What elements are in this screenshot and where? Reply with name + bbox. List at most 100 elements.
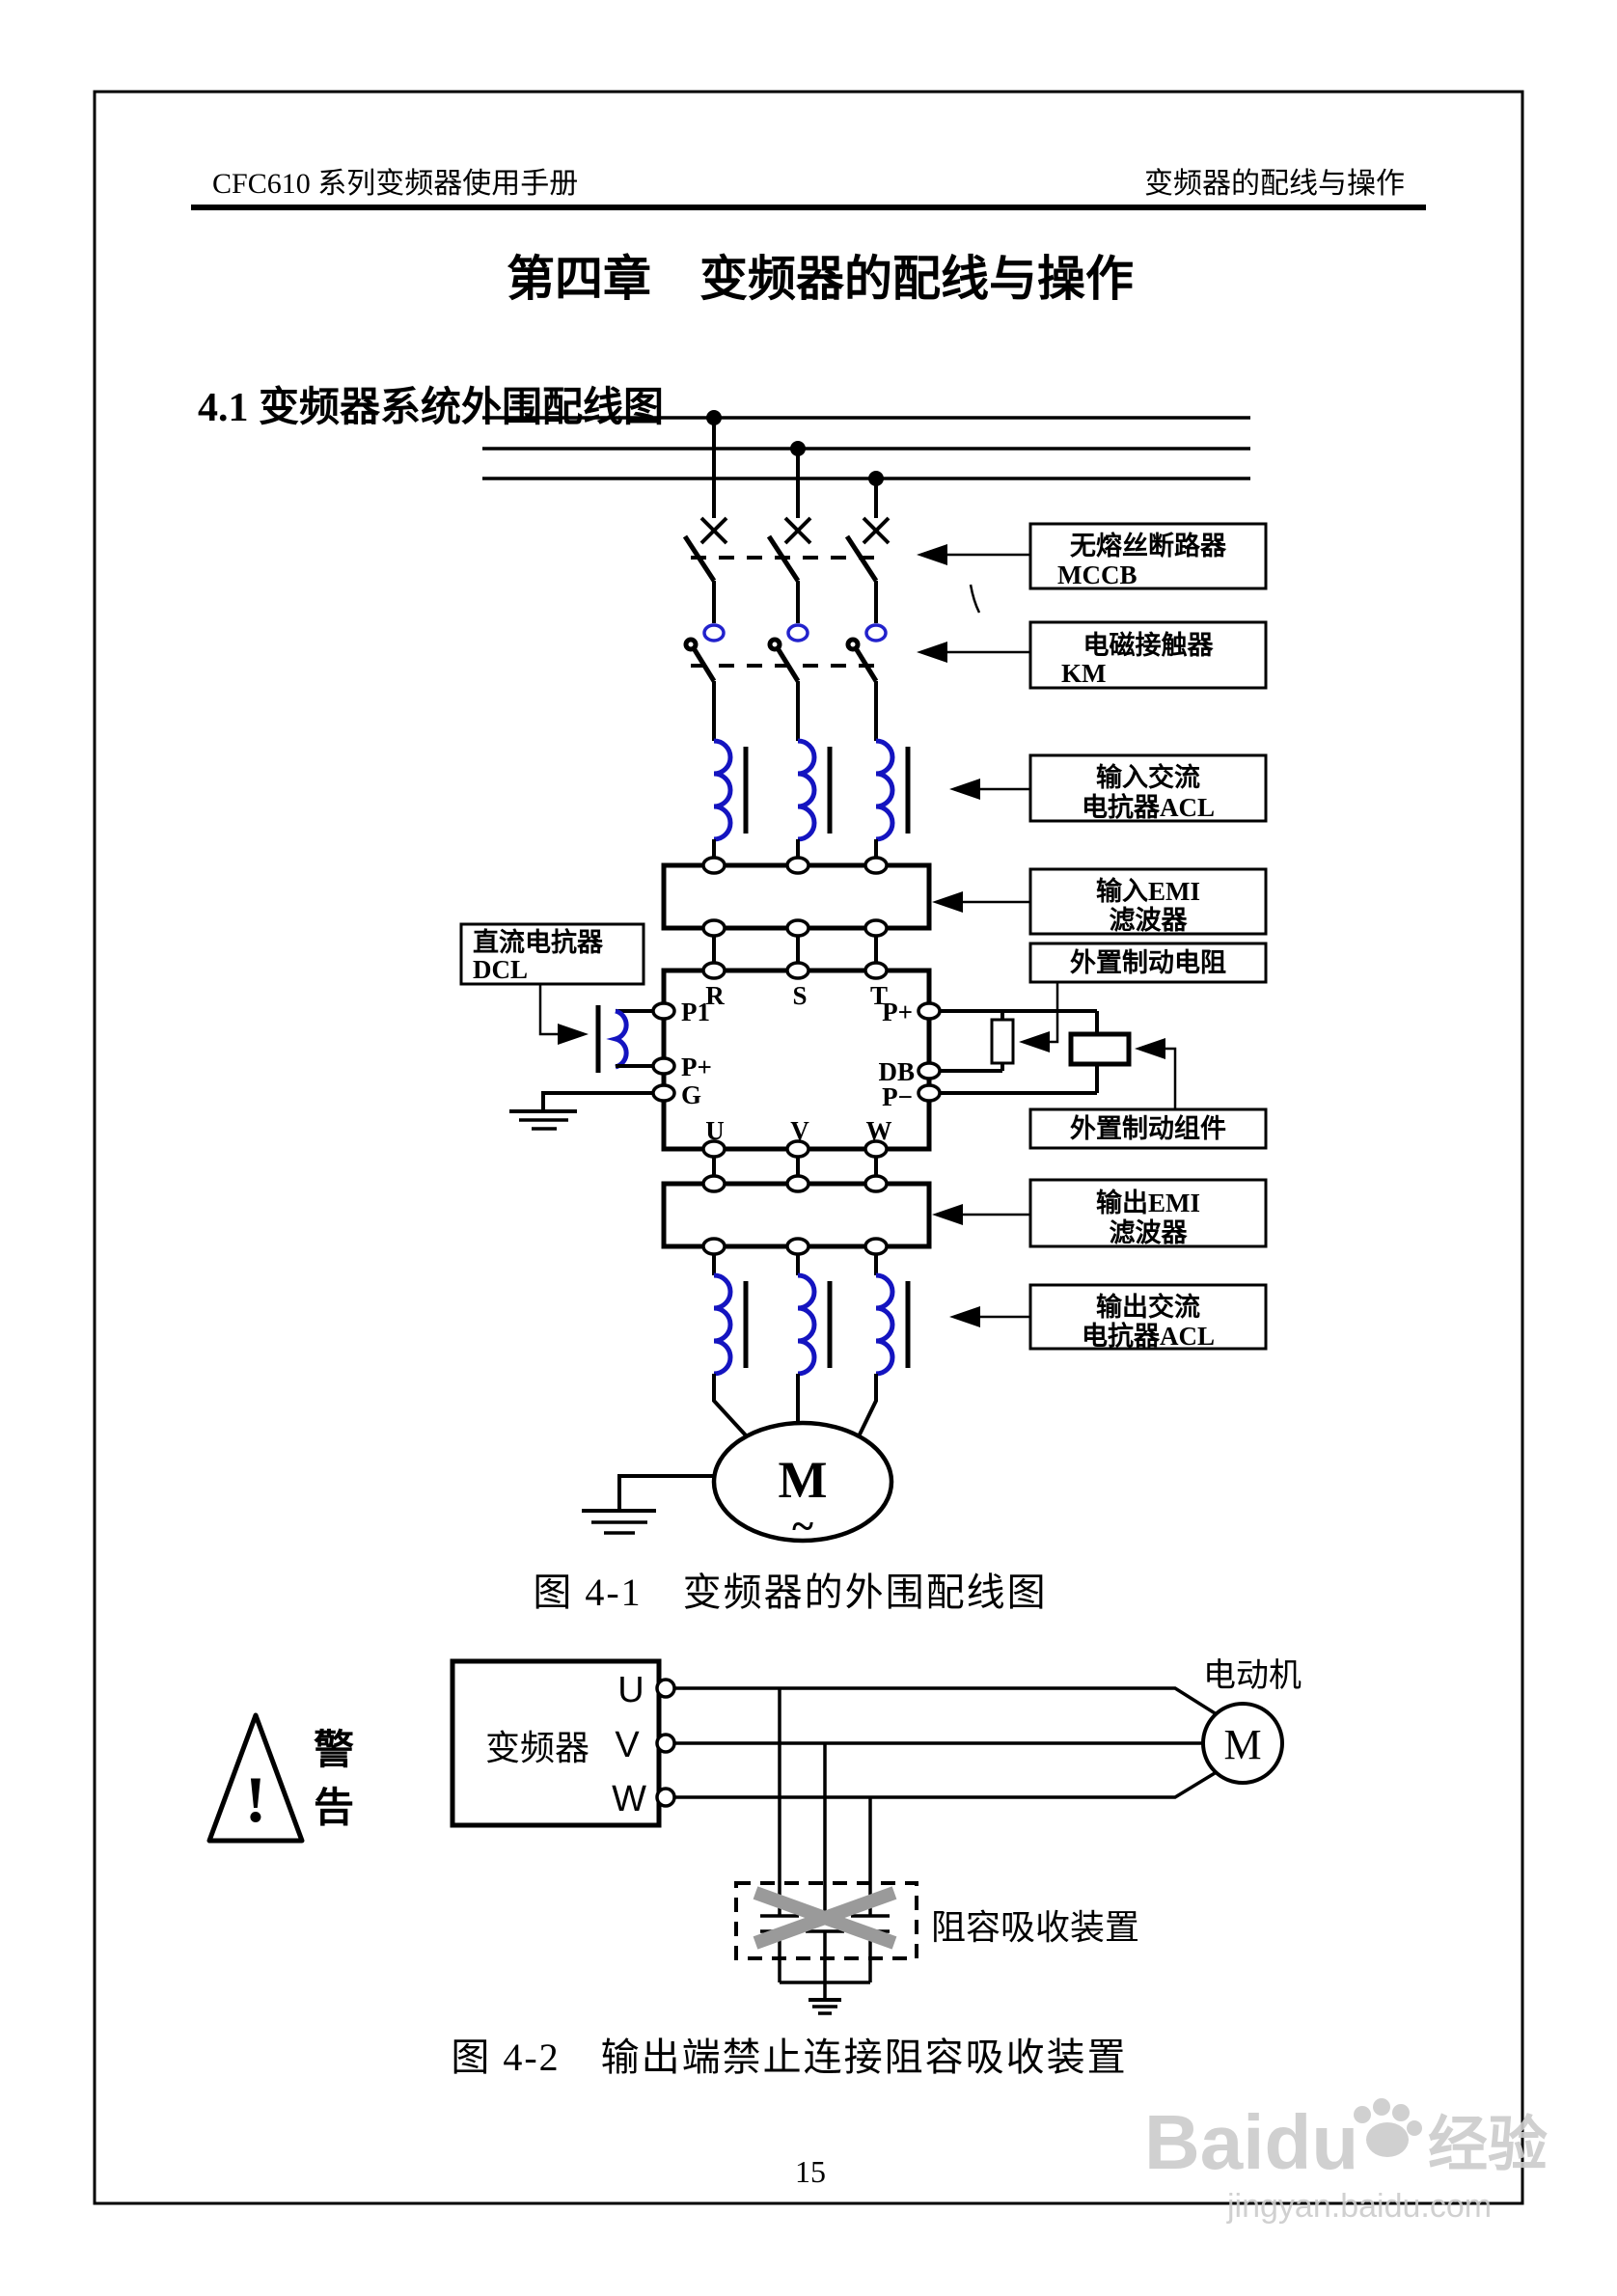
arrow-left-icon (917, 642, 947, 663)
label-km-line2: KM (1061, 659, 1107, 688)
braking-unit-symbol (1068, 1031, 1132, 1067)
forbidden-cross-icon (753, 1886, 897, 1950)
label-output-emi-filter: 输出EMI 滤波器 (932, 1178, 1268, 1248)
watermark-brand: Baidu (1144, 2099, 1358, 2185)
terminal-u: U (705, 1116, 725, 1145)
header-left: CFC610 系列变频器使用手册 (212, 168, 578, 200)
terminal-t: T (870, 981, 888, 1010)
arrow-left-icon (1019, 1031, 1050, 1052)
label-emi-in-line1: 输入EMI (1096, 876, 1200, 906)
figure-4-2-caption: 图 4-2 输出端禁止连接阻容吸收装置 (451, 2036, 1127, 2079)
output-ac-reactor-symbol (713, 1272, 911, 1377)
label-dcl-line2: DCL (473, 955, 528, 984)
label-dc-reactor: 直流电抗器 DCL (459, 922, 645, 1045)
arrow-left-icon (917, 544, 947, 565)
fig2-inverter-label: 变频器 (485, 1729, 589, 1767)
km-contactor-symbol (683, 623, 888, 741)
breaker-pole (844, 516, 891, 623)
braking-circuit (939, 1009, 1132, 1095)
breaker-pole (682, 516, 728, 623)
input-ac-reactor-symbol (712, 738, 911, 858)
label-km: 电磁接触器 KM (917, 620, 1268, 690)
input-emi-filter (661, 856, 932, 963)
chapter-title: 第四章 变频器的配线与操作 (507, 252, 1134, 306)
label-brake-resistor-text: 外置制动电阻 (1070, 948, 1226, 977)
scan-artifact (969, 584, 981, 614)
label-mccb-line1: 无熔丝断路器 (1070, 531, 1227, 560)
fig2-motor-title: 电动机 (1203, 1657, 1302, 1694)
fig2-terminal-u: U (617, 1670, 644, 1710)
terminal-w: W (866, 1116, 892, 1145)
watermark-brand-cn: 经验 (1428, 2112, 1548, 2178)
terminal-p1: P1 (681, 998, 710, 1026)
output-emi-filter (661, 1157, 932, 1275)
rc-suppressor: 阻容吸收装置 (734, 1881, 1139, 2015)
page-header: CFC610 系列变频器使用手册 变频器的配线与操作 (191, 168, 1426, 210)
fig2-terminal-w: W (612, 1779, 646, 1819)
terminal-v: V (790, 1116, 809, 1145)
motor-letter: M (779, 1451, 828, 1509)
arrow-left-icon (949, 1306, 980, 1327)
page-number: 15 (795, 2154, 826, 2189)
fig2-terminal-v: V (615, 1725, 640, 1765)
section-title: 4.1 变频器系统外围配线图 (198, 385, 664, 430)
label-input-ac-reactor: 输入交流 电抗器ACL (949, 753, 1268, 823)
breaker-pole (766, 516, 812, 623)
terminal-p-plus-left: P+ (681, 1052, 712, 1081)
label-input-emi-filter: 输入EMI 滤波器 (932, 867, 1268, 936)
warning-text-2: 告 (314, 1786, 354, 1831)
motor-tilde: ~ (792, 1505, 813, 1549)
label-mccb: 无熔丝断路器 MCCB (917, 522, 1268, 590)
contactor-pole (845, 623, 888, 741)
label-brake-unit: 外置制动组件 (1028, 1038, 1268, 1150)
warning-exclamation: ! (245, 1763, 267, 1836)
label-acl-in-line2: 电抗器ACL (1082, 792, 1215, 822)
fig2-motor: 电动机 M (1201, 1657, 1302, 1785)
terminal-g: G (681, 1080, 701, 1109)
motor-symbol: M ~ (582, 1374, 894, 1549)
figure-4-1-caption: 图 4-1 变频器的外围配线图 (533, 1571, 1047, 1614)
dc-reactor-symbol (595, 1005, 654, 1073)
terminal-p-minus: P− (882, 1082, 913, 1111)
watermark-url: jingyan.baidu.com (1226, 2188, 1492, 2225)
inverter-ground-symbol (509, 1091, 654, 1131)
paw-icon (1354, 2098, 1422, 2157)
arrow-left-icon (1135, 1038, 1165, 1059)
fig2-output-wires (674, 1686, 1220, 1916)
label-emi-out-line1: 输出EMI (1096, 1188, 1200, 1217)
arrow-left-icon (949, 779, 980, 800)
braking-resistor-symbol (990, 1018, 1015, 1065)
arrow-left-icon (932, 1204, 963, 1225)
figure-4-2: ! 警 告 变频器 U V W 电动机 M (206, 1657, 1302, 2079)
terminal-r: R (705, 981, 725, 1010)
label-acl-out-line2: 电抗器ACL (1082, 1321, 1215, 1351)
mccb-breaker-symbol (682, 516, 891, 623)
inverter-block: R S T P1 P+ G P+ DB P− U V W (651, 961, 942, 1159)
warning-text-1: 警 (314, 1728, 354, 1773)
label-emi-in-line2: 滤波器 (1110, 906, 1189, 935)
label-output-ac-reactor: 输出交流 电抗器ACL (949, 1283, 1268, 1351)
figure-4-1: R S T P1 P+ G P+ DB P− U V W (459, 410, 1268, 1614)
terminal-db: DB (878, 1057, 915, 1086)
terminal-s: S (792, 981, 807, 1010)
power-bus (482, 410, 1250, 518)
arrow-left-icon (932, 891, 963, 913)
rc-suppressor-label: 阻容吸收装置 (931, 1908, 1139, 1947)
page-border (93, 90, 1524, 2205)
label-brake-unit-text: 外置制动组件 (1070, 1113, 1226, 1143)
label-brake-resistor: 外置制动电阻 (1019, 942, 1268, 1052)
contactor-pole (767, 623, 809, 741)
terminal-p-plus-right: P+ (882, 998, 913, 1026)
header-right: 变频器的配线与操作 (1144, 168, 1405, 200)
arrow-right-icon (558, 1024, 589, 1045)
contactor-pole (683, 623, 726, 741)
watermark: Baidu 经验 jingyan.baidu.com (1144, 2098, 1548, 2225)
label-dcl-line1: 直流电抗器 (473, 927, 604, 957)
label-acl-in-line1: 输入交流 (1096, 762, 1200, 792)
fig2-motor-letter: M (1223, 1721, 1261, 1768)
label-mccb-line2: MCCB (1057, 560, 1137, 589)
label-km-line1: 电磁接触器 (1083, 631, 1215, 660)
label-acl-out-line1: 输出交流 (1096, 1292, 1200, 1322)
